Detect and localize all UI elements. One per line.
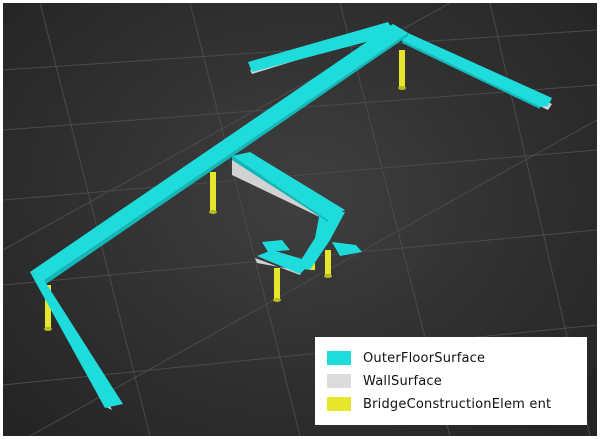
outer-floor-surface xyxy=(262,240,290,252)
support-column xyxy=(399,50,405,88)
support-column xyxy=(45,285,51,329)
outer-floor-surface xyxy=(296,212,345,270)
support-column-base xyxy=(324,274,332,278)
support-column-base xyxy=(398,86,406,90)
outer-floor-surface xyxy=(332,242,362,256)
bridge-construction-element-swatch xyxy=(327,397,351,411)
wall-surface xyxy=(255,258,302,275)
bridge-model-scene xyxy=(3,3,597,436)
deck-edge-shading xyxy=(44,33,540,284)
legend-item-bridge-construction-element: BridgeConstructionElem ent xyxy=(327,393,551,415)
support-column xyxy=(274,268,280,300)
support-column xyxy=(325,250,331,276)
outer-floor-surface xyxy=(257,250,312,274)
support-column-base xyxy=(44,327,52,331)
outer-floor-surface xyxy=(393,24,552,107)
support-column xyxy=(210,172,216,212)
outer-floor-surface xyxy=(248,22,396,72)
outer-floor-surface xyxy=(232,152,345,220)
support-column-base xyxy=(273,298,281,302)
outer-floor-surfaces xyxy=(30,22,552,408)
support-column-base xyxy=(209,210,217,214)
legend-label: OuterFloorSurface xyxy=(363,350,486,366)
wall-surface-swatch xyxy=(327,374,351,388)
bridge-construction-elements xyxy=(44,50,406,331)
outer-floor-surface xyxy=(30,272,123,408)
outer-floor-surface-swatch xyxy=(327,351,351,365)
legend-item-wall-surface: WallSurface xyxy=(327,370,442,392)
3d-viewport[interactable]: OuterFloorSurface WallSurface BridgeCons… xyxy=(3,3,597,436)
legend-item-outer-floor-surface: OuterFloorSurface xyxy=(327,347,485,369)
ground-grid xyxy=(3,3,597,436)
legend: OuterFloorSurface WallSurface BridgeCons… xyxy=(315,337,587,425)
legend-label: BridgeConstructionElem ent xyxy=(363,396,552,412)
legend-label: WallSurface xyxy=(363,373,442,389)
outer-floor-surface xyxy=(30,24,408,280)
